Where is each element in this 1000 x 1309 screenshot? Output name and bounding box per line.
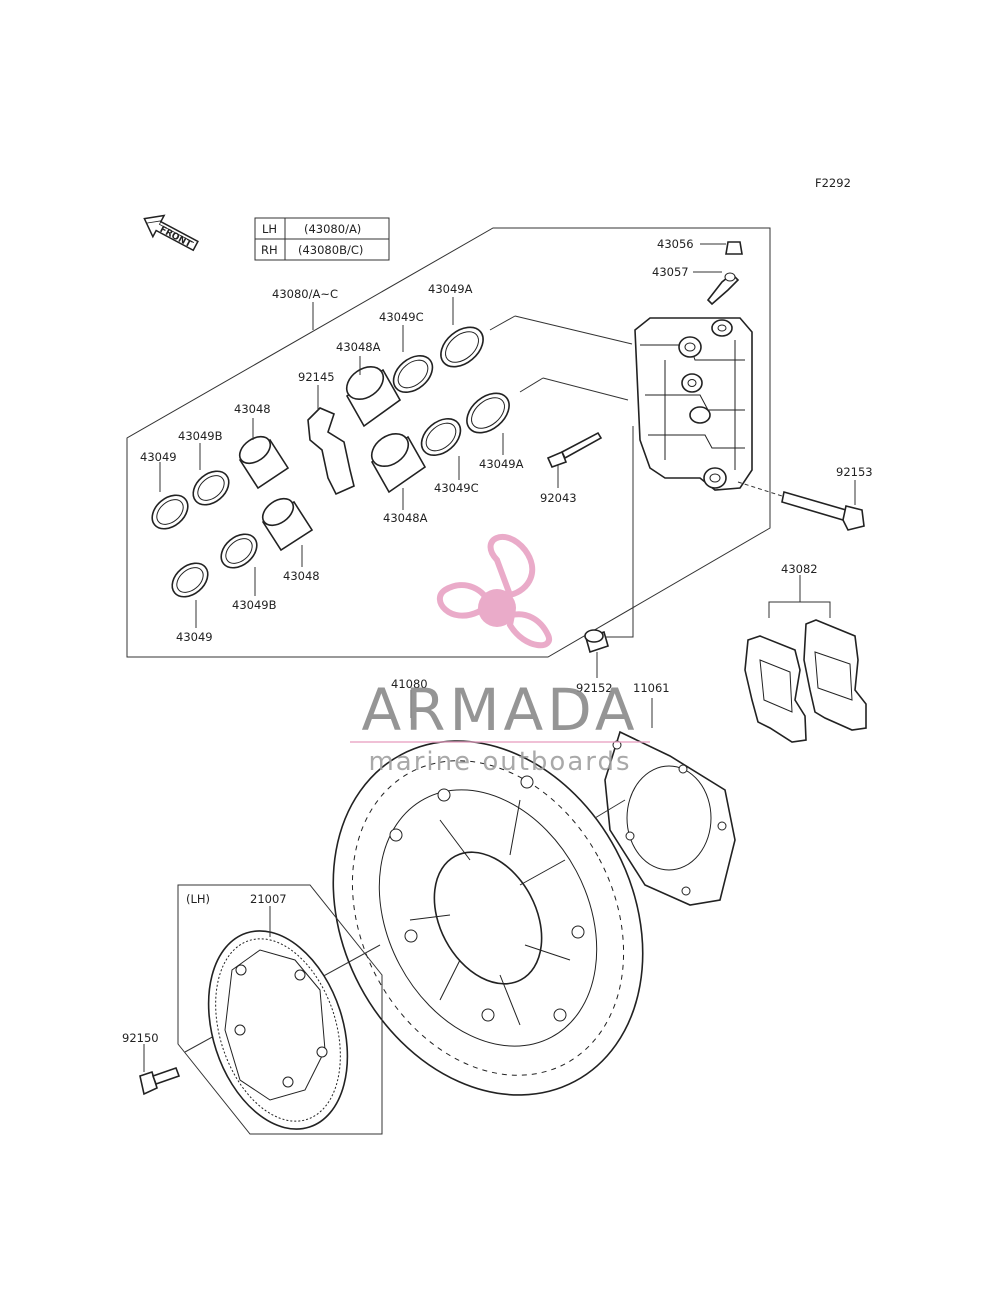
- seal-43049C-mid: [420, 417, 462, 480]
- label-92043: 92043: [540, 491, 577, 505]
- caliper-assy-outline: [126, 227, 771, 658]
- table-side-rh: RH: [261, 243, 278, 257]
- table-part-rh: (43080B/C): [298, 243, 363, 257]
- bolt-92150: [139, 1044, 181, 1096]
- seal-43049-low: [171, 562, 209, 628]
- label-21007: 21007: [250, 892, 287, 906]
- label-43080: 43080/A~C: [272, 287, 338, 301]
- piston-43048A-mid: [370, 432, 427, 510]
- brake-pads: [744, 575, 867, 743]
- label-lh-note: (LH): [186, 892, 210, 906]
- label-43049A-top: 43049A: [428, 282, 473, 296]
- label-41080: 41080: [391, 677, 428, 691]
- label-43049C-mid: 43049C: [434, 481, 479, 495]
- label-92145: 92145: [298, 370, 335, 384]
- table-part-lh: (43080/A): [304, 222, 361, 236]
- label-43049B-low: 43049B: [232, 598, 277, 612]
- piston-43048-low: [261, 497, 314, 567]
- bolt-92153: [737, 480, 865, 531]
- propeller-logo-icon: [436, 533, 552, 649]
- label-43049-top: 43049: [140, 450, 177, 464]
- label-43049-low: 43049: [176, 630, 213, 644]
- label-43049A-mid: 43049A: [479, 457, 524, 471]
- table-side-lh: LH: [262, 222, 277, 236]
- watermark-tagline: marine outboards: [368, 747, 631, 777]
- sensor-rotor-21007: [207, 906, 349, 1130]
- collar-92152: [584, 426, 634, 678]
- seal-43049C-top: [392, 325, 434, 394]
- piston-43048-top: [238, 418, 290, 490]
- label-92153: 92153: [836, 465, 873, 479]
- piston-43048A-top: [345, 356, 402, 428]
- label-43048-top: 43048: [234, 402, 271, 416]
- label-43048A-mid: 43048A: [383, 511, 428, 525]
- caliper-side-table: LH (43080/A) RH (43080B/C): [254, 217, 390, 261]
- seal-43049B-top: [192, 443, 230, 506]
- label-43082: 43082: [781, 562, 818, 576]
- seal-43049-top: [151, 462, 189, 530]
- front-arrow-icon: FRONT: [143, 214, 199, 252]
- watermark-brand: ARMADA: [361, 676, 638, 744]
- seal-43049A-mid: [466, 392, 510, 455]
- pin-92043: [546, 431, 603, 488]
- watermark: ARMADA marine outboards: [350, 533, 650, 777]
- brake-disc-41080: [332, 690, 644, 1096]
- label-92152: 92152: [576, 681, 613, 695]
- label-43056: 43056: [657, 237, 694, 251]
- label-43048-low: 43048: [283, 569, 320, 583]
- front-label: FRONT: [158, 225, 194, 250]
- label-43049B-top: 43049B: [178, 429, 223, 443]
- label-11061: 11061: [633, 681, 670, 695]
- plate-11061: [604, 698, 736, 906]
- bleeder-valve: [693, 271, 740, 306]
- seal-43049A-top: [440, 297, 484, 368]
- label-92150: 92150: [122, 1031, 159, 1045]
- figure-code: F2292: [815, 176, 851, 190]
- label-43048A-top: 43048A: [336, 340, 381, 354]
- label-43049C-top: 43049C: [379, 310, 424, 324]
- pad-spring-92145: [307, 385, 355, 496]
- bleeder-cap: [700, 241, 743, 255]
- label-43057: 43057: [652, 265, 689, 279]
- caliper-body: [634, 317, 753, 491]
- seal-43049B-low: [220, 533, 258, 596]
- sensor-rotor-box: [177, 884, 383, 1135]
